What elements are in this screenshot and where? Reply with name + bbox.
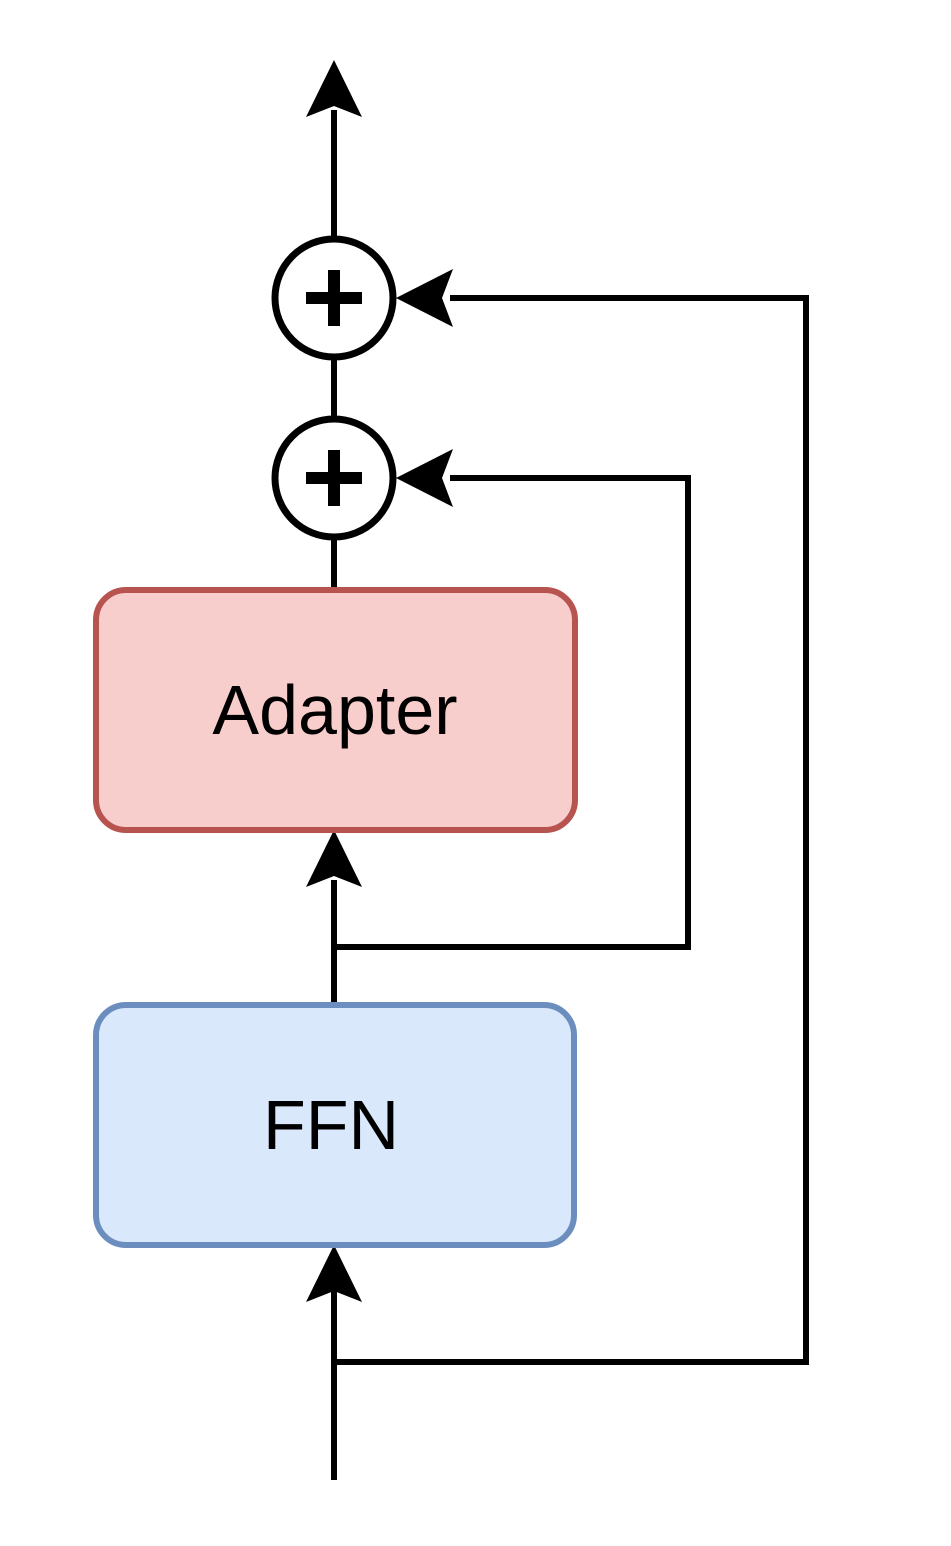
arrowhead-into-adapter-icon: [306, 830, 362, 887]
arrowhead-into-sum-middle-icon: [396, 449, 453, 507]
arrowhead-into-sum-top-icon: [396, 269, 453, 327]
plus-icon: [306, 270, 362, 326]
ffn-box: [93, 1002, 577, 1248]
edge-group: [331, 110, 809, 1480]
adapter-node: Adapter: [93, 587, 578, 833]
arrowhead-into-ffn-icon: [306, 1245, 362, 1302]
ffn-node: FFN: [93, 1002, 577, 1248]
edge-outer-skip: [334, 295, 809, 1365]
sum-middle-node: [271, 415, 397, 541]
adapter-label: Adapter: [212, 671, 457, 749]
arrowhead-group: [306, 60, 453, 1302]
adapter-box: [93, 587, 578, 833]
edge-inner-skip: [334, 475, 691, 950]
arrowhead-output-up-icon: [306, 60, 362, 117]
sum-top-node: [271, 235, 397, 361]
ffn-label: FFN: [263, 1086, 399, 1164]
plus-icon: [306, 450, 362, 506]
